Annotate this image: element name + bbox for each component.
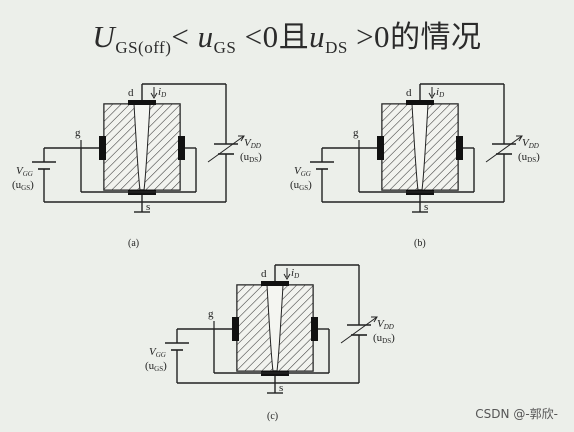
source-label-b: s — [424, 201, 428, 213]
id-sub-c: D — [293, 272, 299, 280]
uds-sub-b: DS — [527, 156, 536, 164]
ugs-sub-c: GS — [154, 365, 163, 373]
uds-label-a: (uDS) — [240, 151, 262, 164]
caption-b: (b) — [414, 238, 426, 249]
id-symbol-a: i — [158, 86, 161, 98]
ugs-sub-b: GS — [299, 184, 308, 192]
vgg-label-c: VGG — [149, 346, 166, 359]
vgg-sub-a: GG — [23, 170, 33, 178]
drain-label-a: d — [128, 87, 134, 99]
caption-a: (a) — [128, 238, 139, 249]
title-lt1: < — [171, 19, 190, 54]
vdd-sub-c: DD — [383, 323, 394, 331]
id-label-a: iD — [158, 86, 166, 99]
title-tail: 的情况 — [390, 20, 482, 55]
diagram-c: d iD g s VGG (uGS) VDD (uDS) (c) — [145, 264, 395, 422]
ugs-open-a: (u — [12, 179, 22, 191]
vdd-sub-a: DD — [250, 142, 261, 150]
ugs-label-c: (uGS) — [145, 360, 167, 373]
jfet-a — [31, 83, 245, 213]
uds-sub-a: DS — [249, 156, 258, 164]
uds-close-b: ) — [536, 151, 540, 163]
id-label-c: iD — [291, 267, 299, 280]
vdd-sub-b: DD — [528, 142, 539, 150]
ugs-label-a: (uGS) — [12, 179, 34, 192]
uds-open-a: (u — [240, 151, 250, 163]
ugs-close-b: ) — [308, 179, 312, 191]
id-sub-a: D — [160, 91, 166, 99]
ugs-close-a: ) — [30, 179, 34, 191]
id-symbol-c: i — [291, 267, 294, 279]
title-U: U — [92, 19, 116, 54]
vgg-symbol-b: V — [294, 165, 302, 177]
gate-label-c: g — [208, 308, 214, 320]
title-u1: u — [197, 19, 214, 54]
vgg-symbol-a: V — [16, 165, 24, 177]
uds-sub-c: DS — [382, 337, 391, 345]
diagram-a: d iD g s VGG (uGS) VDD (uDS) (a) — [12, 83, 262, 249]
title-U-sub: GS(off) — [115, 38, 172, 57]
ugs-open-c: (u — [145, 360, 155, 372]
vdd-symbol-a: V — [244, 137, 252, 149]
ugs-open-b: (u — [290, 179, 300, 191]
uds-close-a: ) — [258, 151, 262, 163]
diagram-b: d iD g s VGG (uGS) VDD (uDS) (b) — [290, 83, 540, 249]
vdd-label-a: VDD — [244, 137, 261, 150]
vgg-symbol-c: V — [149, 346, 157, 358]
vgg-label-b: VGG — [294, 165, 311, 178]
watermark: CSDN @-郭欣- — [475, 407, 558, 421]
uds-label-b: (uDS) — [518, 151, 540, 164]
ugs-close-c: ) — [163, 360, 167, 372]
id-label-b: iD — [436, 86, 444, 99]
jfet-b — [309, 83, 523, 213]
drain-label-b: d — [406, 87, 412, 99]
id-symbol-b: i — [436, 86, 439, 98]
slide-title: UGS(off)< uGS <0且uDS >0的情况 — [0, 12, 574, 62]
title-u1-sub: GS — [213, 38, 237, 57]
vgg-sub-c: GG — [156, 351, 166, 359]
vdd-symbol-c: V — [377, 318, 385, 330]
drain-label-c: d — [261, 268, 267, 280]
source-label-a: s — [146, 201, 150, 213]
title-lt2: <0 — [244, 19, 279, 54]
uds-open-c: (u — [373, 332, 383, 344]
ugs-label-b: (uGS) — [290, 179, 312, 192]
ugs-sub-a: GS — [21, 184, 30, 192]
vgg-sub-b: GG — [301, 170, 311, 178]
vgg-label-a: VGG — [16, 165, 33, 178]
uds-label-c: (uDS) — [373, 332, 395, 345]
gate-label-a: g — [75, 127, 81, 139]
uds-close-c: ) — [391, 332, 395, 344]
source-label-c: s — [279, 382, 283, 394]
title-u2-sub: DS — [325, 38, 348, 57]
jfet-c — [164, 264, 378, 394]
vdd-symbol-b: V — [522, 137, 530, 149]
title-qie: 且 — [278, 20, 310, 55]
caption-c: (c) — [267, 411, 278, 422]
title-u2: u — [309, 19, 326, 54]
vdd-label-b: VDD — [522, 137, 539, 150]
vdd-label-c: VDD — [377, 318, 394, 331]
gate-label-b: g — [353, 127, 359, 139]
uds-open-b: (u — [518, 151, 528, 163]
title-gt: >0 — [356, 19, 391, 54]
id-sub-b: D — [438, 91, 444, 99]
